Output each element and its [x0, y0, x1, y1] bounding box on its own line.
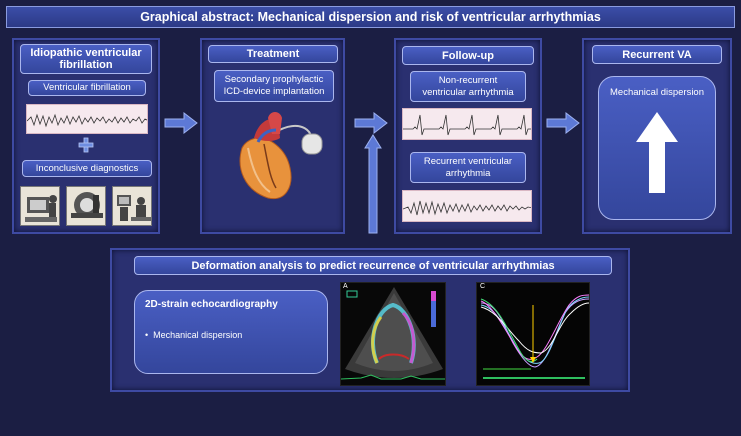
strain-curves-graph: C: [476, 282, 590, 386]
strain-echo-title: 2D-strain echocardiography: [145, 299, 278, 310]
mechanical-dispersion-label: Mechanical dispersion: [610, 87, 704, 98]
heart-with-icd-illustration: [228, 108, 328, 204]
ecg-machine-icon: [20, 186, 60, 226]
sinus-ecg-trace: [403, 114, 531, 136]
non-recurrent-ecg-strip: [402, 108, 532, 140]
arrow-up-icon: [364, 134, 382, 234]
recurrent-ecg-strip: [402, 190, 532, 222]
treatment-header: Treatment: [208, 45, 338, 63]
arrow-right-icon: [546, 112, 580, 134]
arrow-up-icon: [636, 112, 678, 193]
recurrent-va-header: Recurrent VA: [592, 45, 722, 64]
arrow-right-icon: [164, 112, 198, 134]
echo-panel-label: A: [343, 283, 348, 290]
vt-ecg-trace: [403, 200, 531, 216]
mechanical-dispersion-bullet-text: Mechanical dispersion: [153, 330, 243, 340]
strain-echo-card: 2D-strain echocardiography • Mechanical …: [134, 290, 328, 374]
page-title: Graphical abstract: Mechanical dispersio…: [6, 6, 735, 28]
idiopathic-vf-header: Idiopathic ventricular fibrillation: [20, 44, 152, 74]
non-recurrent-va-label: Non-recurrent ventricular arrhythmia: [410, 71, 526, 102]
deformation-analysis-header: Deformation analysis to predict recurren…: [134, 256, 612, 275]
vf-ecg-strip: [26, 104, 148, 134]
follow-up-header: Follow-up: [402, 46, 534, 65]
mri-scanner-icon: [66, 186, 106, 226]
strain-echo-image: A: [340, 282, 446, 386]
plus-sign: [77, 136, 95, 154]
echo-machine-icon: [112, 186, 152, 226]
bullet-icon: •: [145, 330, 154, 340]
vf-ecg-trace: [27, 113, 147, 128]
recurrent-va-label: Recurrent ventricular arrhythmia: [410, 152, 526, 183]
inconclusive-diagnostics-label: Inconclusive diagnostics: [22, 160, 152, 177]
icd-implantation-label: Secondary prophylactic ICD-device implan…: [214, 70, 334, 102]
arrow-right-icon: [354, 112, 388, 134]
graph-panel-label: C: [480, 283, 486, 290]
vf-label: Ventricular fibrillation: [28, 80, 146, 96]
strain-echo-bullet: • Mechanical dispersion: [145, 329, 317, 341]
